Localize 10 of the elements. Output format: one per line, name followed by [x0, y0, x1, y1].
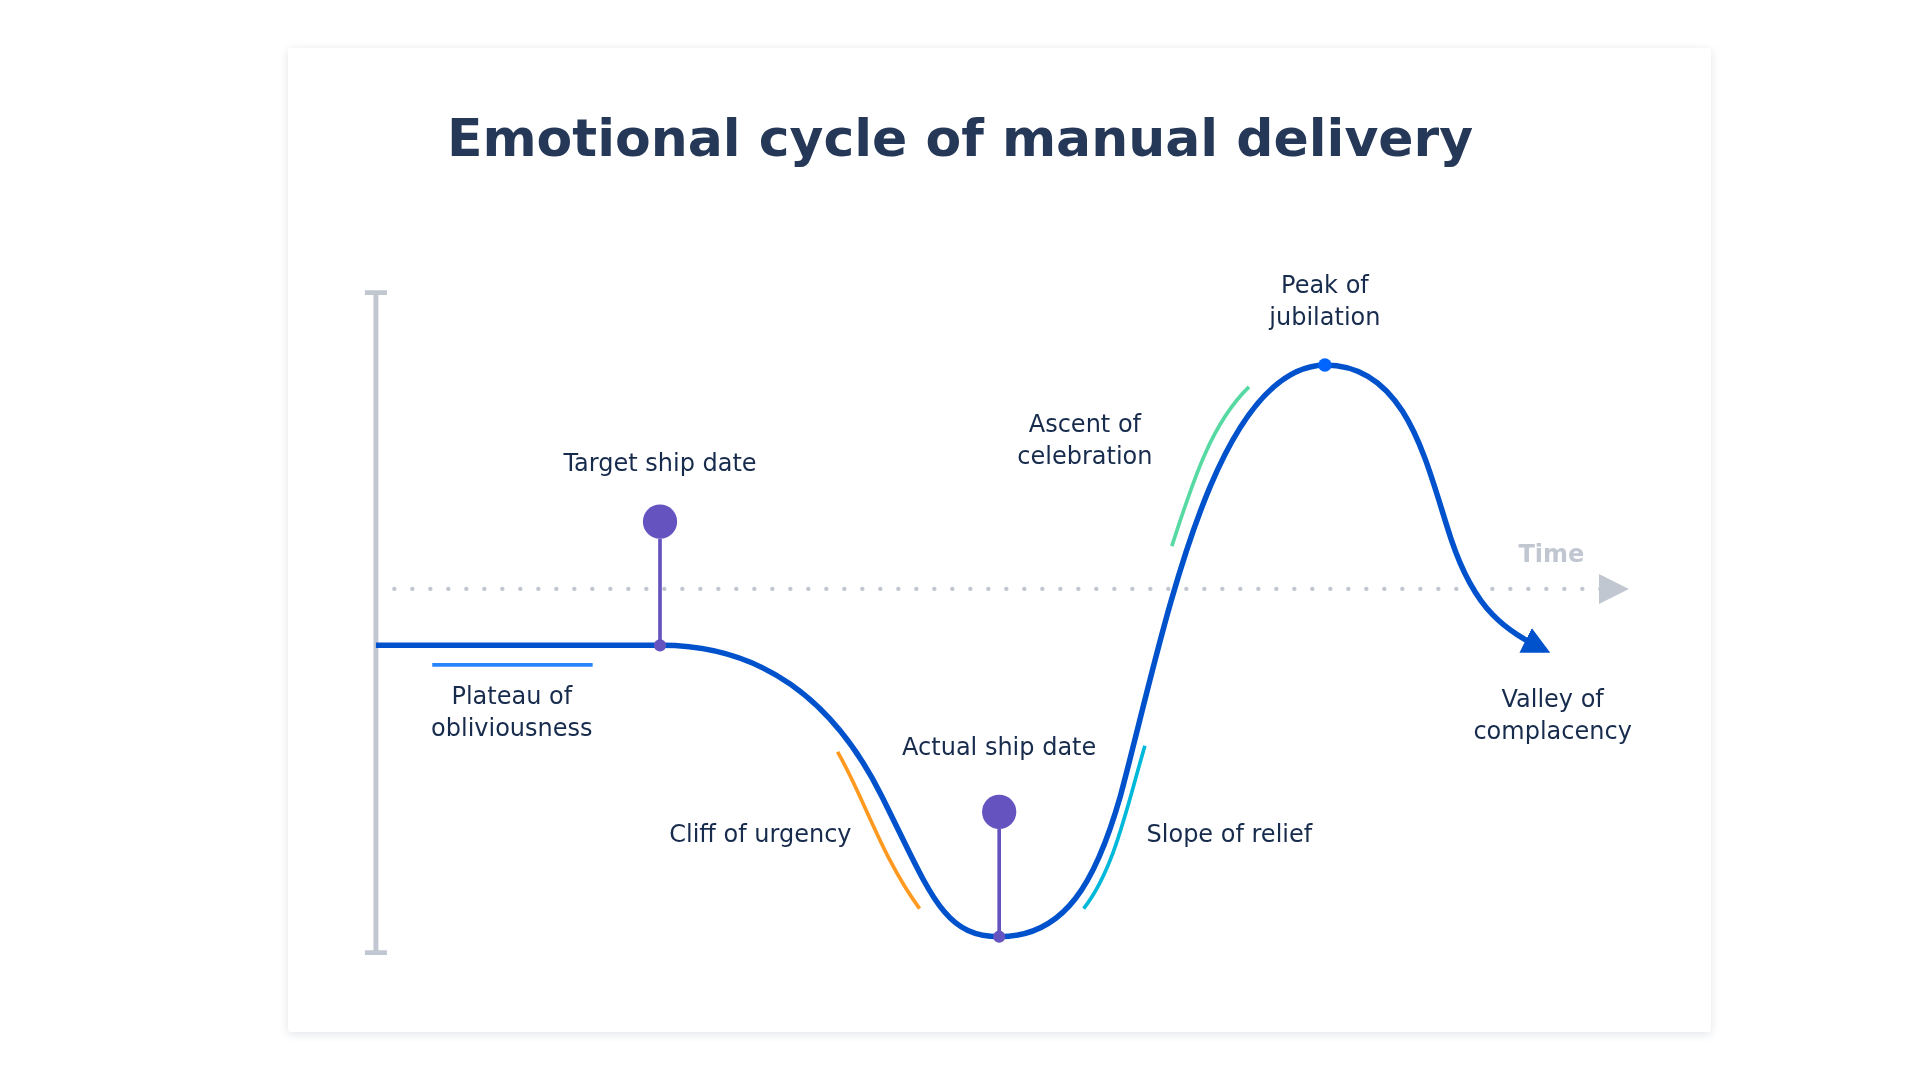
stage-label: Slope of relief: [1145, 818, 1314, 850]
diagram-title: Emotional cycle of manual delivery: [445, 108, 1475, 168]
stage-label: Target ship date: [562, 447, 758, 479]
stage-label: Ascent of celebration: [1016, 408, 1154, 472]
stage-label: Plateau of obliviousness: [430, 680, 594, 744]
axis-label: Time: [1518, 538, 1585, 570]
stage-label: Peak of jubilation: [1267, 270, 1382, 334]
stage-label: Valley of complacency: [1472, 684, 1633, 748]
stage-label: Actual ship date: [901, 732, 1098, 763]
stage-label: Cliff of urgency: [668, 818, 853, 850]
